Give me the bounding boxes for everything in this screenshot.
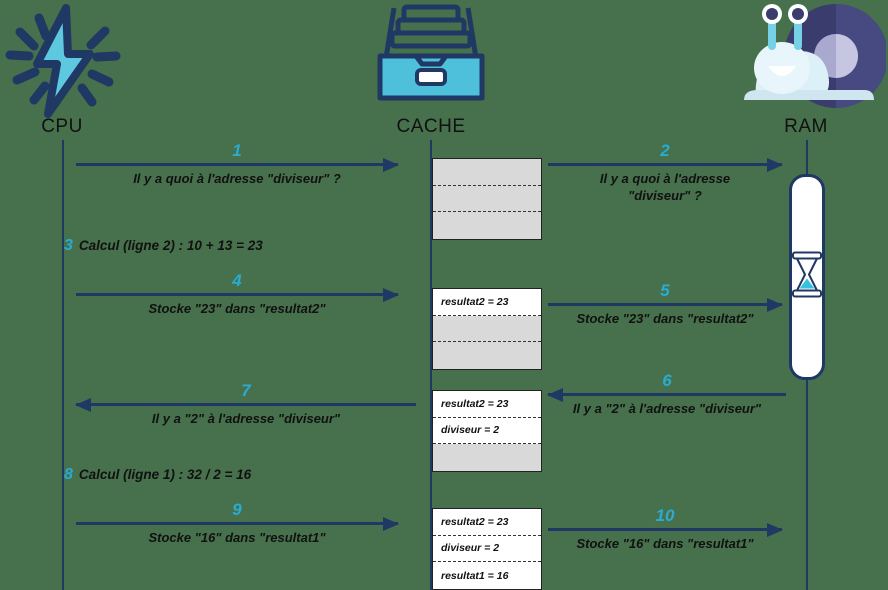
message-line xyxy=(76,403,416,406)
lightning-bolt-icon xyxy=(4,2,122,120)
message-line xyxy=(548,528,782,531)
note-3: 3 Calcul (ligne 2) : 10 + 13 = 23 xyxy=(64,237,263,255)
actor-label-ram: RAM xyxy=(784,116,828,137)
ram-activation-box xyxy=(789,174,825,380)
cache-row: resultat1 = 16 xyxy=(433,562,541,589)
lifeline-ram-bottom xyxy=(806,378,808,590)
message-line xyxy=(76,522,398,525)
message-line xyxy=(548,303,782,306)
message-number: 5 xyxy=(660,281,670,300)
arrowhead-left-icon xyxy=(547,387,563,402)
arrowhead-right-icon xyxy=(767,297,783,312)
cache-row xyxy=(433,316,541,343)
message-line xyxy=(548,393,786,396)
cache-row: diviseur = 2 xyxy=(433,417,541,445)
note-text: Calcul (ligne 1) : 32 / 2 = 16 xyxy=(78,467,252,482)
cache-row: resultat2 = 23 xyxy=(433,509,541,536)
message-caption: Il y a "2" à l'adresse "diviseur" xyxy=(572,401,762,416)
cache-row: diviseur = 2 xyxy=(433,535,541,563)
arrowhead-right-icon xyxy=(383,157,399,172)
note-number: 8 xyxy=(64,466,73,483)
message-number: 4 xyxy=(232,271,242,290)
message-line xyxy=(76,163,398,166)
cache-block: resultat2 = 23 diviseur = 2 xyxy=(432,390,542,472)
message-number: 2 xyxy=(660,141,670,160)
note-8: 8 Calcul (ligne 1) : 32 / 2 = 16 xyxy=(64,466,251,484)
cache-block xyxy=(432,158,542,240)
message-number: 1 xyxy=(232,141,242,160)
message-caption: Stocke "16" dans "resultat1" xyxy=(576,536,754,551)
lifeline-cache xyxy=(430,140,432,590)
message-caption: Il y a quoi à l'adresse "diviseur" ? xyxy=(133,171,341,186)
cache-row xyxy=(433,186,541,213)
message-caption: Il y a "2" à l'adresse "diviseur" xyxy=(151,411,341,426)
cache-row xyxy=(433,342,541,369)
cache-block: resultat2 = 23 xyxy=(432,288,542,370)
actor-label-cpu: CPU xyxy=(41,116,83,137)
message-number: 6 xyxy=(662,371,672,390)
message-line xyxy=(76,293,398,296)
snail-icon xyxy=(726,0,888,112)
message-caption: Stocke "23" dans "resultat2" xyxy=(576,311,754,326)
lifeline-ram-top xyxy=(806,140,808,175)
message-caption: Stocke "16" dans "resultat1" xyxy=(148,530,326,545)
note-text: Calcul (ligne 2) : 10 + 13 = 23 xyxy=(78,238,263,253)
arrowhead-right-icon xyxy=(767,522,783,537)
message-number: 7 xyxy=(241,381,251,400)
cache-row xyxy=(433,159,541,186)
message-number: 9 xyxy=(232,500,242,519)
message-caption: Il y a quoi à l'adresse "diviseur" ? xyxy=(599,171,731,203)
actor-label-cache: CACHE xyxy=(396,116,466,137)
message-line xyxy=(548,163,782,166)
cache-row: resultat2 = 23 xyxy=(433,391,541,418)
cache-row xyxy=(433,212,541,239)
cache-row xyxy=(433,444,541,471)
file-drawer-icon xyxy=(374,2,488,110)
lifeline-cpu xyxy=(62,140,64,590)
message-caption: Stocke "23" dans "resultat2" xyxy=(148,301,326,316)
hourglass-icon xyxy=(790,251,824,303)
message-number: 10 xyxy=(655,506,675,525)
cache-block: resultat2 = 23 diviseur = 2 resultat1 = … xyxy=(432,508,542,590)
note-number: 3 xyxy=(64,237,73,254)
arrowhead-left-icon xyxy=(75,397,91,412)
cache-row: resultat2 = 23 xyxy=(433,289,541,316)
arrowhead-right-icon xyxy=(767,157,783,172)
arrowhead-right-icon xyxy=(383,516,399,531)
arrowhead-right-icon xyxy=(383,287,399,302)
